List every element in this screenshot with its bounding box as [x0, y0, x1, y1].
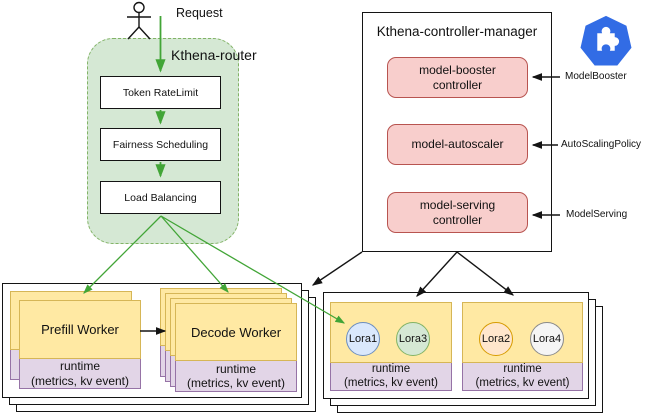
model-booster-controller-node: model-booster controller	[387, 57, 528, 98]
kthena-router-title: Kthena-router	[171, 47, 257, 63]
model-autoscaler-node: model-autoscaler	[387, 124, 528, 165]
lora-pod-2-runtime: runtime (metrics, kv event)	[462, 362, 583, 391]
lora-pod-1-body: Lora1 Lora3	[330, 302, 452, 363]
router-step-load-balancing: Load Balancing	[100, 181, 221, 214]
decode-runtime-label: runtime (metrics, kv event)	[175, 360, 297, 392]
router-step-token-ratelimit: Token RateLimit	[100, 76, 221, 109]
controller-manager-title: Kthena-controller-manager	[376, 24, 538, 39]
decode-worker-card: Decode Worker runtime (metrics, kv event…	[175, 303, 297, 392]
arrow-manager-to-lora-pod1	[416, 251, 458, 297]
arrow-manager-to-lora-pod2	[456, 251, 515, 296]
lora-pod-2-card: Lora2 Lora4 runtime (metrics, kv event)	[462, 302, 583, 391]
crd-label-autoscalingpolicy: AutoScalingPolicy	[561, 139, 642, 150]
model-serving-controller-node: model-serving controller	[387, 192, 528, 233]
lora3-node: Lora3	[396, 322, 430, 356]
lora4-node: Lora4	[530, 322, 564, 356]
crd-label-modelserving: ModelServing	[566, 209, 628, 220]
crd-puzzle-icon	[597, 26, 620, 51]
crd-label-modelbooster: ModelBooster	[565, 71, 627, 82]
kubernetes-crd-icon	[580, 15, 632, 66]
prefill-runtime-label: runtime (metrics, kv event)	[19, 358, 141, 389]
lora-pod-2-body: Lora2 Lora4	[462, 302, 583, 363]
request-label: Request	[176, 6, 223, 20]
lora-pod-1-card: Lora1 Lora3 runtime (metrics, kv event)	[330, 302, 452, 391]
prefill-worker-label: Prefill Worker	[19, 300, 141, 359]
arrow-manager-to-worker-group	[311, 251, 363, 286]
user-actor-icon	[127, 1, 151, 40]
router-step-fairness-scheduling: Fairness Scheduling	[100, 128, 221, 161]
lora2-node: Lora2	[479, 322, 513, 356]
prefill-worker-card: Prefill Worker runtime (metrics, kv even…	[19, 300, 141, 389]
lora1-node: Lora1	[346, 322, 380, 356]
decode-worker-label: Decode Worker	[175, 303, 297, 361]
lora-pod-1-runtime: runtime (metrics, kv event)	[330, 362, 452, 391]
